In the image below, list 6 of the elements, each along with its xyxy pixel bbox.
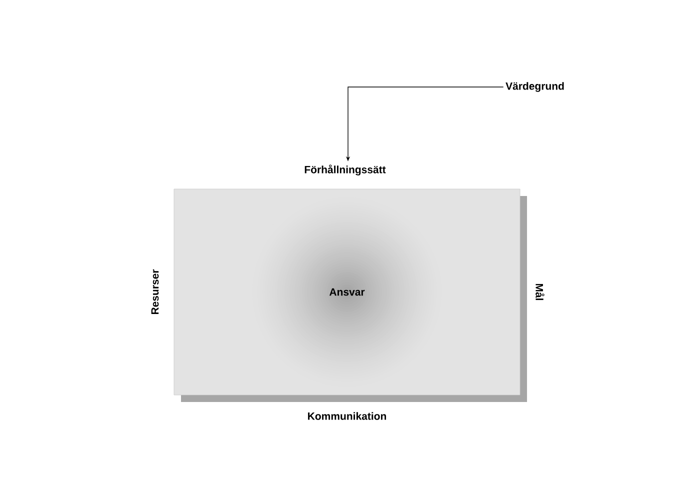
node-label: Resurser bbox=[151, 269, 159, 314]
heading-text: Förhållningssätt bbox=[304, 164, 386, 176]
node-label: Kommunikation bbox=[308, 412, 386, 420]
panel-box: Ansvar Resurser Mål Kommunikation bbox=[151, 188, 544, 420]
node-label: Mål bbox=[536, 284, 544, 300]
heading-text: Värdegrund bbox=[506, 82, 564, 92]
